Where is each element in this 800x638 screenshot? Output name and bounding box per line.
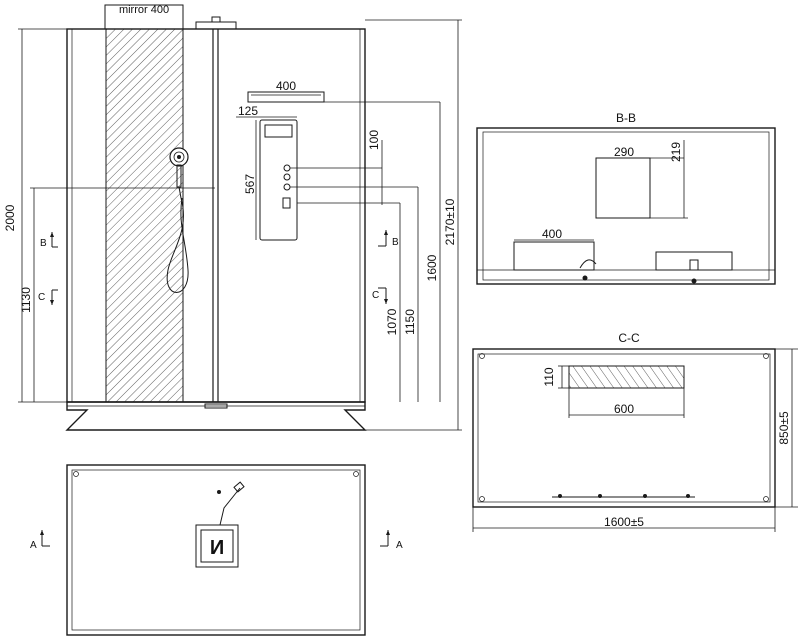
dim-400-front: 400 xyxy=(276,79,296,93)
mirror-label: mirror 400 xyxy=(119,4,169,16)
dim-100: 100 xyxy=(367,130,381,150)
svg-text:C: C xyxy=(38,292,45,303)
dim-width: 1600±5 xyxy=(604,515,644,529)
bb-shelf xyxy=(514,242,594,270)
knob-icon xyxy=(284,165,290,171)
section-bb-title: B-B xyxy=(616,111,636,125)
shelf xyxy=(248,92,324,102)
dim-219: 219 xyxy=(669,142,683,162)
mirror-panel xyxy=(106,29,183,402)
section-mark-c-left: C xyxy=(38,290,58,305)
svg-text:B: B xyxy=(392,237,399,248)
svg-text:A: A xyxy=(396,540,403,551)
plan-view: И A A xyxy=(30,465,403,635)
section-mark-a-left: A xyxy=(30,530,50,551)
svg-text:B: B xyxy=(40,238,47,249)
dim-400-bb: 400 xyxy=(542,227,562,241)
section-mark-b-right: B xyxy=(378,230,399,248)
dim-567: 567 xyxy=(243,174,257,194)
section-bb: B-B 290 219 400 xyxy=(477,111,775,284)
dim-1070: 1070 xyxy=(385,308,399,335)
dim-total-height: 2170±10 xyxy=(443,198,457,245)
section-cc-title: C-C xyxy=(618,331,640,345)
svg-text:A: A xyxy=(30,540,37,551)
rain-shower-box xyxy=(596,158,650,218)
knob-icon xyxy=(284,174,290,180)
cc-shelf xyxy=(569,366,684,388)
dim-125: 125 xyxy=(238,104,258,118)
dim-600: 600 xyxy=(614,402,634,416)
dim-depth: 850±5 xyxy=(777,411,791,445)
dim-290: 290 xyxy=(614,145,634,159)
svg-text:C: C xyxy=(372,290,379,301)
panel-body xyxy=(260,120,297,240)
front-view: mirror 400 400 xyxy=(3,4,462,430)
top-bar xyxy=(196,22,236,29)
dim-1600: 1600 xyxy=(425,254,439,281)
dim-1150: 1150 xyxy=(403,309,417,335)
section-cc: C-C 110 600 850±5 1600±5 xyxy=(473,331,798,532)
dim-2000: 2000 xyxy=(3,204,17,231)
section-mark-b-left: B xyxy=(40,232,58,249)
dim-1130: 1130 xyxy=(19,287,33,313)
knob-icon xyxy=(284,184,290,190)
section-mark-c-right: C xyxy=(372,288,388,304)
section-mark-a-right: A xyxy=(380,530,403,551)
dim-110: 110 xyxy=(542,367,556,386)
control-panel xyxy=(248,92,324,240)
control-box-symbol: И xyxy=(210,537,224,559)
